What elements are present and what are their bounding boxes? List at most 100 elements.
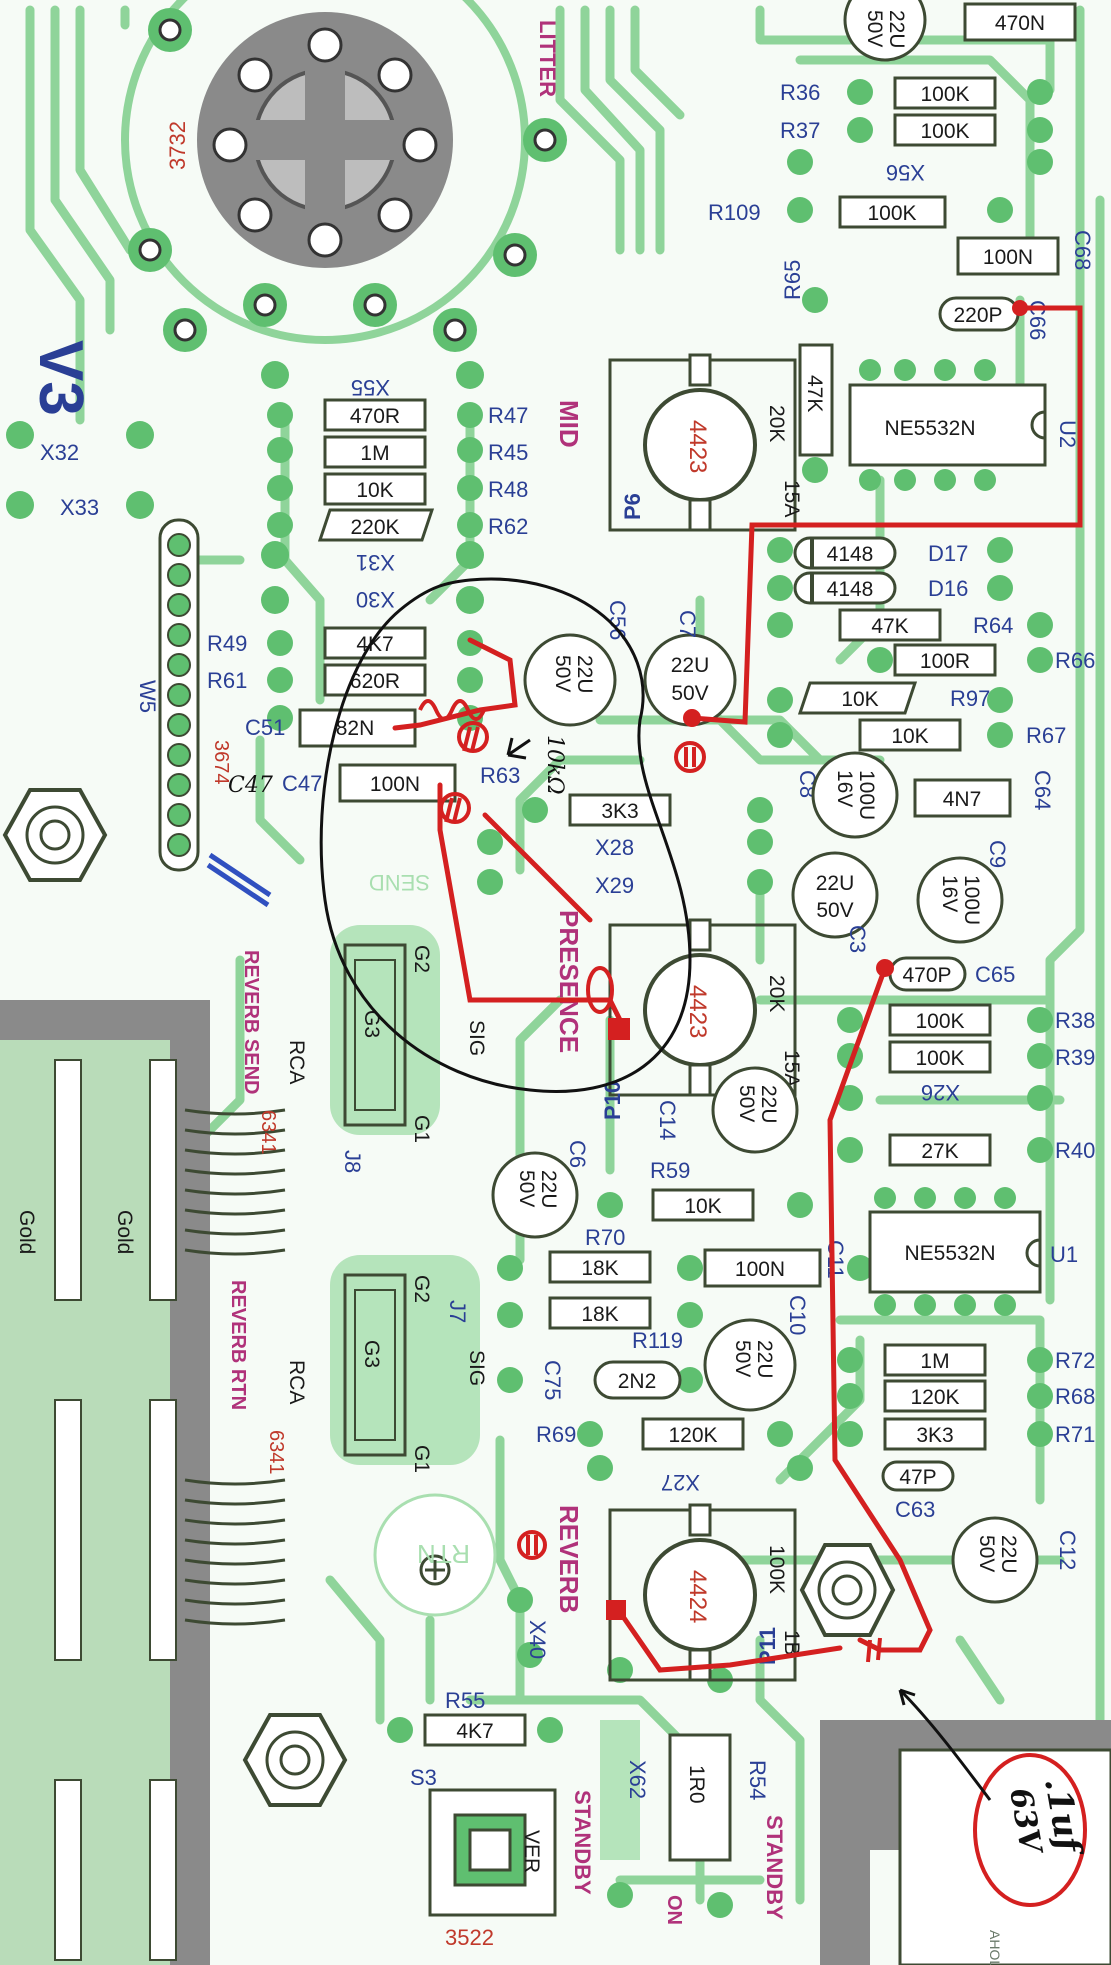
values-c10-cap-text: 22U — [753, 1340, 776, 1379]
values-w5-code-text: 3674 — [210, 740, 232, 785]
labels-r40-text: R40 — [1055, 1138, 1095, 1163]
values-r36-text: 100K — [920, 83, 969, 106]
silkscreen-rca-b-text: RCA — [285, 1360, 308, 1404]
spring-coils — [184, 1108, 286, 1626]
mounting-nut-right — [799, 1543, 896, 1637]
values-d17-text: 4148 — [827, 543, 874, 566]
values-r61-text: 620R — [350, 670, 400, 693]
cap-c47: 100N C47 — [282, 763, 457, 803]
labels-c14-text: C14 — [655, 1100, 680, 1140]
values-c47-text: 100N — [370, 773, 420, 796]
pads — [6, 79, 1053, 1918]
resistor-r54: 1R0 R54 — [668, 1733, 770, 1862]
values-p11-tag-text: 1B — [780, 1630, 803, 1656]
silkscreen-reverb-send-text: REVERB SEND — [240, 950, 262, 1094]
values-p11-code-text: 4424 — [684, 1570, 711, 1623]
resistor-r55: 4K7 R55 — [423, 1688, 527, 1747]
values-r69-text: 120K — [668, 1424, 717, 1447]
labels-r67-text: R67 — [1026, 723, 1066, 748]
labels-c9-text: C9 — [985, 840, 1010, 868]
resistor-r61: 620R R61 — [207, 663, 427, 697]
silkscreen-reverb-text: REVERB — [554, 1505, 584, 1613]
labels-c51-text: C51 — [245, 715, 285, 740]
resistor-r40: 27K R40 — [888, 1133, 1095, 1167]
labels-r63-text: R63 — [480, 763, 520, 788]
values-c10-v-text: 50V — [731, 1340, 754, 1377]
labels-g1a-text: G1 — [410, 1115, 433, 1143]
values-r68-text: 120K — [910, 1386, 959, 1409]
resistor-r119: 18K R119 — [548, 1296, 683, 1353]
resistor-r97: 10K R97 — [797, 681, 990, 715]
resistor-r67: 10K R67 — [858, 718, 1066, 752]
x55-label: X55 — [351, 375, 390, 400]
pot-p11-reverb[interactable]: 4424 100K 1B P11 REVERB — [554, 1503, 803, 1682]
values-u2-text: NE5532N — [884, 417, 975, 440]
resistor-r45: 1M R45 — [323, 435, 528, 469]
values-r39-text: 100K — [915, 1047, 964, 1070]
c47-handwritten: C47 — [228, 773, 273, 798]
cap-c75: 2N2 C75 — [540, 1360, 682, 1400]
values-r48-text: 10K — [356, 479, 393, 502]
labels-r109-text: R109 — [708, 200, 761, 225]
ic-u1: NE5532N U1 — [868, 1187, 1078, 1316]
silkscreen-rtn-text: RTN — [417, 1539, 470, 1569]
x56-label: X56 — [886, 160, 925, 185]
labels-c10-text: C10 — [785, 1295, 810, 1335]
resistor-r70: 18K R70 — [548, 1225, 652, 1284]
values-j7-code-text: 6341 — [265, 1430, 287, 1475]
cap-470n: 470N — [963, 2, 1077, 42]
values-c12-v-text: 50V — [975, 1535, 998, 1572]
labels-d16-text: D16 — [928, 576, 968, 601]
resistor-r64: 47K R64 — [838, 608, 1013, 642]
labels-c65-text: C65 — [975, 962, 1015, 987]
ic-u2: NE5532N U2 — [848, 359, 1080, 491]
pot-p6-mid[interactable]: 4423 20K 15A P6 MID — [554, 353, 803, 532]
cap-c10: 22U 50V C10 — [703, 1295, 810, 1412]
gold-label-a: Gold — [15, 1210, 38, 1254]
mounting-nut-bottom — [242, 1713, 348, 1807]
labels-r54-text: R54 — [745, 1760, 770, 1800]
values-c-top-text: 470N — [995, 12, 1045, 35]
cap-c64: 4N7 C64 — [913, 770, 1055, 818]
labels-r70-text: R70 — [585, 1225, 625, 1250]
resistor-r109: 100K R109 — [708, 195, 947, 229]
send-label: SEND — [369, 870, 430, 895]
resistor-r65: 47K R65 — [780, 260, 834, 457]
x62-label: X62 — [625, 1760, 650, 1799]
labels-g2a-text: G2 — [410, 945, 433, 973]
labels-p10-text: P10 — [600, 1081, 625, 1120]
labels-r38-text: R38 — [1055, 1008, 1095, 1033]
cap-c14: 22U 50V C14 — [655, 1066, 799, 1154]
silkscreen-mid-text: MID — [554, 400, 584, 448]
silkscreen-reverb-rtn-text: REVERB RTN — [227, 1280, 249, 1410]
pot-p10-presence[interactable]: 4423 20K 15A P10 PRESENCE — [554, 910, 803, 1120]
on-label: ON — [663, 1895, 685, 1925]
x40-label: X40 — [525, 1620, 550, 1659]
resistor-r66: 100R R66 — [893, 643, 1095, 677]
labels-j8-text: J8 — [340, 1150, 365, 1173]
labels-c75-text: C75 — [540, 1360, 565, 1400]
rca-jack-j8: G2 G3 SIG G1 J8 RCA REVERB SEND 6341 — [240, 943, 488, 1173]
resistor-r48: 10K R48 — [323, 472, 528, 506]
tube-socket-v3: 3732 LITTER — [121, 0, 567, 352]
resistor-r71: 3K3 R71 — [883, 1417, 1095, 1451]
labels-g3a-text: G3 — [360, 1010, 383, 1038]
labels-c12-text: C12 — [1055, 1530, 1080, 1570]
labels-r65-text: R65 — [780, 260, 805, 300]
values-r97-text: 10K — [841, 688, 878, 711]
labels-c11-text: C11 — [823, 1240, 848, 1279]
diode-d16: 4148 D16 — [793, 571, 968, 605]
values-c3-cap-text: 22U — [816, 872, 855, 895]
values-r109-text: 100K — [867, 202, 916, 225]
labels-w5-text: W5 — [135, 680, 160, 713]
header-w5: W5 3674 — [135, 518, 272, 908]
labels-r37-text: R37 — [780, 118, 820, 143]
cap-c51: 82N C51 — [245, 708, 417, 748]
labels-r62-text: R62 — [488, 514, 528, 539]
values-c7-cap-text: 22U — [671, 654, 710, 677]
switch-s3-standby[interactable]: VER S3 3522 — [410, 1765, 557, 1950]
x31-label: X31 — [356, 550, 395, 575]
labels-j7-text: J7 — [445, 1300, 470, 1323]
cap-top-22u: 22U 50V — [843, 0, 927, 62]
